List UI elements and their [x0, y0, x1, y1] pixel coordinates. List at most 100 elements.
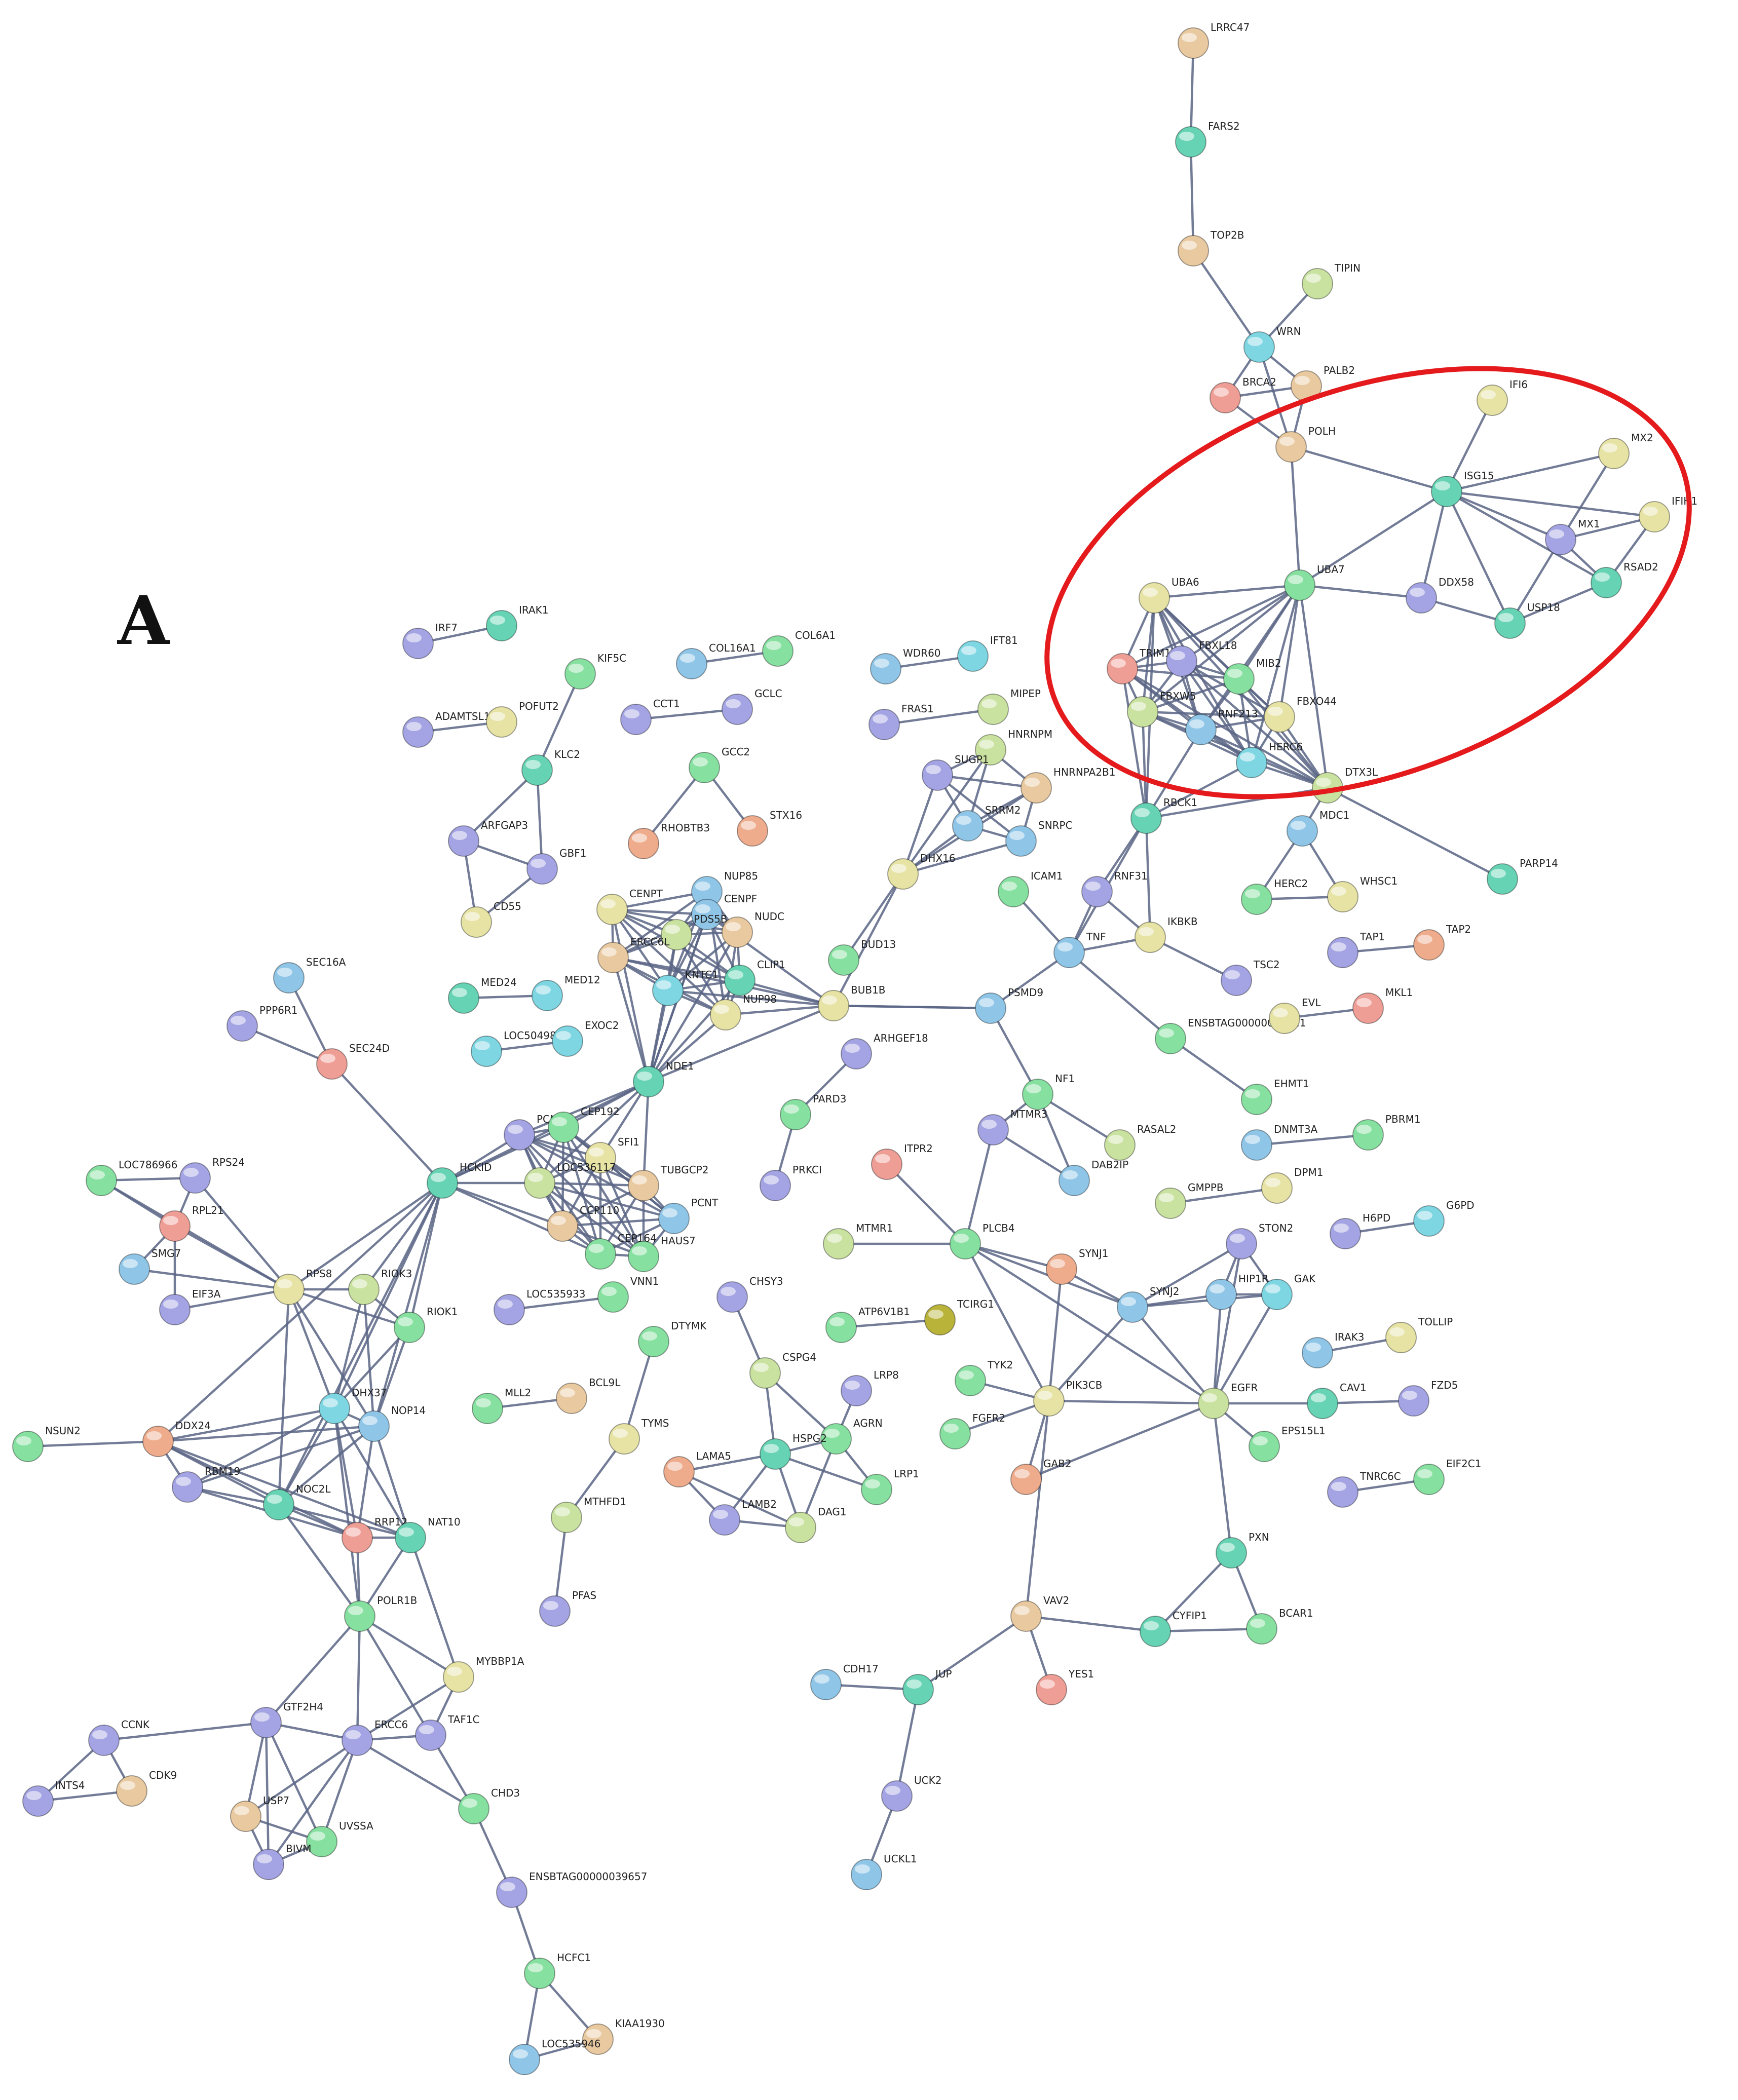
node-RPS24[interactable]: RPS24: [179, 1156, 245, 1194]
node-LRRC47[interactable]: LRRC47: [1178, 21, 1250, 59]
node-HNRNPA2B1[interactable]: HNRNPA2B1: [1021, 766, 1116, 804]
node-PDS5B[interactable]: PDS5B: [661, 913, 728, 950]
node-HERC6[interactable]: HERC6: [1236, 741, 1303, 778]
node-PBRM1[interactable]: PBRM1: [1352, 1113, 1421, 1151]
node-YES1[interactable]: YES1: [1036, 1668, 1094, 1705]
node-CHD3[interactable]: CHD3: [458, 1787, 520, 1824]
node-RNF31[interactable]: RNF31: [1081, 870, 1148, 907]
node-FGFR2[interactable]: FGFR2: [939, 1412, 1005, 1449]
node-MDC1[interactable]: MDC1: [1287, 809, 1349, 847]
node-TAP2[interactable]: TAP2: [1413, 923, 1471, 961]
node-HCFC1[interactable]: HCFC1: [524, 1952, 591, 1989]
node-RSAD2[interactable]: RSAD2: [1591, 561, 1658, 598]
node-NUDC[interactable]: NUDC: [722, 910, 784, 948]
node-RPL21[interactable]: RPL21: [159, 1204, 224, 1242]
node-FBXL18[interactable]: FBXL18: [1166, 639, 1237, 677]
node-KIAA1930[interactable]: KIAA1930: [582, 2017, 665, 2055]
node-HSPG2[interactable]: HSPG2: [760, 1432, 827, 1470]
node-NUP85[interactable]: NUP85: [691, 870, 758, 907]
node-ADAMTSL1[interactable]: ADAMTSL1: [402, 710, 490, 748]
node-DAG1[interactable]: DAG1: [785, 1506, 847, 1543]
node-UCKL1[interactable]: UCKL1: [851, 1853, 917, 1890]
node-ATP6V1B1[interactable]: ATP6V1B1: [825, 1306, 910, 1343]
node-KIF5C[interactable]: KIF5C: [564, 652, 626, 690]
node-ENSBTAG00000039657[interactable]: ENSBTAG00000039657: [496, 1870, 647, 1908]
node-LOC535946[interactable]: LOC535946: [509, 2038, 600, 2075]
node-DHX16[interactable]: DHX16: [887, 852, 956, 890]
node-FBXO44[interactable]: FBXO44: [1264, 695, 1337, 733]
node-FRAS1[interactable]: FRAS1: [868, 703, 934, 740]
node-GCC2[interactable]: GCC2: [689, 746, 750, 783]
node-CEP164[interactable]: CEP164: [585, 1232, 657, 1270]
node-PPP6R1[interactable]: PPP6R1: [226, 1004, 298, 1042]
node-EPS15L1[interactable]: EPS15L1: [1249, 1425, 1326, 1462]
node-G6PD[interactable]: G6PD: [1413, 1199, 1475, 1237]
node-CYFIP1[interactable]: CYFIP1: [1140, 1610, 1207, 1647]
node-KNTC1[interactable]: KNTC1: [652, 969, 719, 1006]
node-HNRNPM[interactable]: HNRNPM: [975, 728, 1052, 766]
node-TRIM16[interactable]: TRIM16: [1107, 647, 1178, 684]
node-EIF2C1[interactable]: EIF2C1: [1413, 1458, 1481, 1495]
node-EIF3A[interactable]: EIF3A: [159, 1288, 221, 1325]
node-UBA6[interactable]: UBA6: [1139, 576, 1199, 614]
node-LOC535933[interactable]: LOC535933: [494, 1288, 585, 1325]
node-CD55[interactable]: CD55: [461, 900, 521, 938]
node-MED12[interactable]: MED12: [532, 974, 600, 1011]
node-RBM19[interactable]: RBM19: [172, 1465, 240, 1503]
node-BUD13[interactable]: BUD13: [828, 938, 896, 976]
node-CCT1[interactable]: CCT1: [620, 698, 680, 735]
node-PFAS[interactable]: PFAS: [539, 1589, 596, 1627]
node-STX16[interactable]: STX16: [737, 809, 802, 847]
node-DDX58[interactable]: DDX58: [1406, 576, 1474, 614]
node-BUB1B[interactable]: BUB1B: [818, 984, 886, 1021]
node-IRAK3[interactable]: IRAK3: [1302, 1331, 1365, 1368]
node-POFUT2[interactable]: POFUT2: [486, 700, 559, 738]
node-JUP[interactable]: JUP: [902, 1668, 952, 1705]
node-LRP8[interactable]: LRP8: [841, 1369, 899, 1406]
node-CENPF[interactable]: CENPF: [691, 893, 757, 930]
node-H6PD[interactable]: H6PD: [1330, 1212, 1390, 1249]
node-IKBKB[interactable]: IKBKB: [1135, 915, 1198, 953]
node-DAB2IP[interactable]: DAB2IP: [1059, 1159, 1128, 1196]
node-TAP1[interactable]: TAP1: [1327, 931, 1385, 968]
node-MKL1[interactable]: MKL1: [1352, 986, 1413, 1024]
node-TNRC6C[interactable]: TNRC6C: [1327, 1470, 1401, 1508]
node-DTYMK[interactable]: DTYMK: [638, 1320, 707, 1357]
node-CCP110[interactable]: CCP110: [547, 1204, 619, 1242]
node-RIOK3[interactable]: RIOK3: [348, 1268, 412, 1305]
node-WHSC1[interactable]: WHSC1: [1327, 875, 1397, 912]
node-CENPT[interactable]: CENPT: [596, 888, 663, 925]
node-TOLLIP[interactable]: TOLLIP: [1385, 1316, 1453, 1353]
node-CCNK[interactable]: CCNK: [88, 1719, 150, 1756]
node-MTHFD1[interactable]: MTHFD1: [551, 1496, 626, 1533]
node-MIPEP[interactable]: MIPEP: [977, 688, 1041, 725]
node-MIB2[interactable]: MIB2: [1223, 657, 1281, 695]
node-EGFR[interactable]: EGFR: [1198, 1382, 1258, 1419]
node-STON2[interactable]: STON2: [1226, 1222, 1293, 1259]
node-UBA7[interactable]: UBA7: [1284, 563, 1345, 601]
node-RBCK1[interactable]: RBCK1: [1130, 796, 1197, 834]
node-DTX3L[interactable]: DTX3L: [1312, 766, 1378, 804]
node-SNRPC[interactable]: SNRPC: [1005, 819, 1073, 857]
node-CDH17[interactable]: CDH17: [810, 1663, 879, 1700]
node-FBXW5[interactable]: FBXW5: [1127, 690, 1196, 728]
node-RPS8[interactable]: RPS8: [273, 1268, 332, 1305]
node-TNF[interactable]: TNF: [1053, 931, 1106, 968]
node-ARFGAP3[interactable]: ARFGAP3: [448, 819, 528, 857]
node-USP18[interactable]: USP18: [1494, 601, 1560, 639]
node-LOC536117[interactable]: LOC536117: [524, 1161, 616, 1199]
node-ISG15[interactable]: ISG15: [1431, 470, 1494, 507]
node-UCK2[interactable]: UCK2: [881, 1774, 941, 1812]
node-CHSY3[interactable]: CHSY3: [716, 1275, 783, 1313]
node-PIK3CB[interactable]: PIK3CB: [1033, 1379, 1102, 1417]
node-UVSSA[interactable]: UVSSA: [306, 1820, 373, 1857]
node-NAT10[interactable]: NAT10: [395, 1516, 461, 1553]
node-GAK[interactable]: GAK: [1261, 1273, 1316, 1310]
node-IFT81[interactable]: IFT81: [957, 634, 1018, 672]
node-MX1[interactable]: MX1: [1545, 518, 1600, 555]
node-BRCA2[interactable]: BRCA2: [1210, 376, 1276, 413]
node-FARS2[interactable]: FARS2: [1175, 120, 1240, 158]
node-MLL2[interactable]: MLL2: [472, 1387, 531, 1424]
node-CEP192[interactable]: CEP192: [548, 1105, 620, 1143]
node-SUGP1[interactable]: SUGP1: [922, 753, 989, 791]
